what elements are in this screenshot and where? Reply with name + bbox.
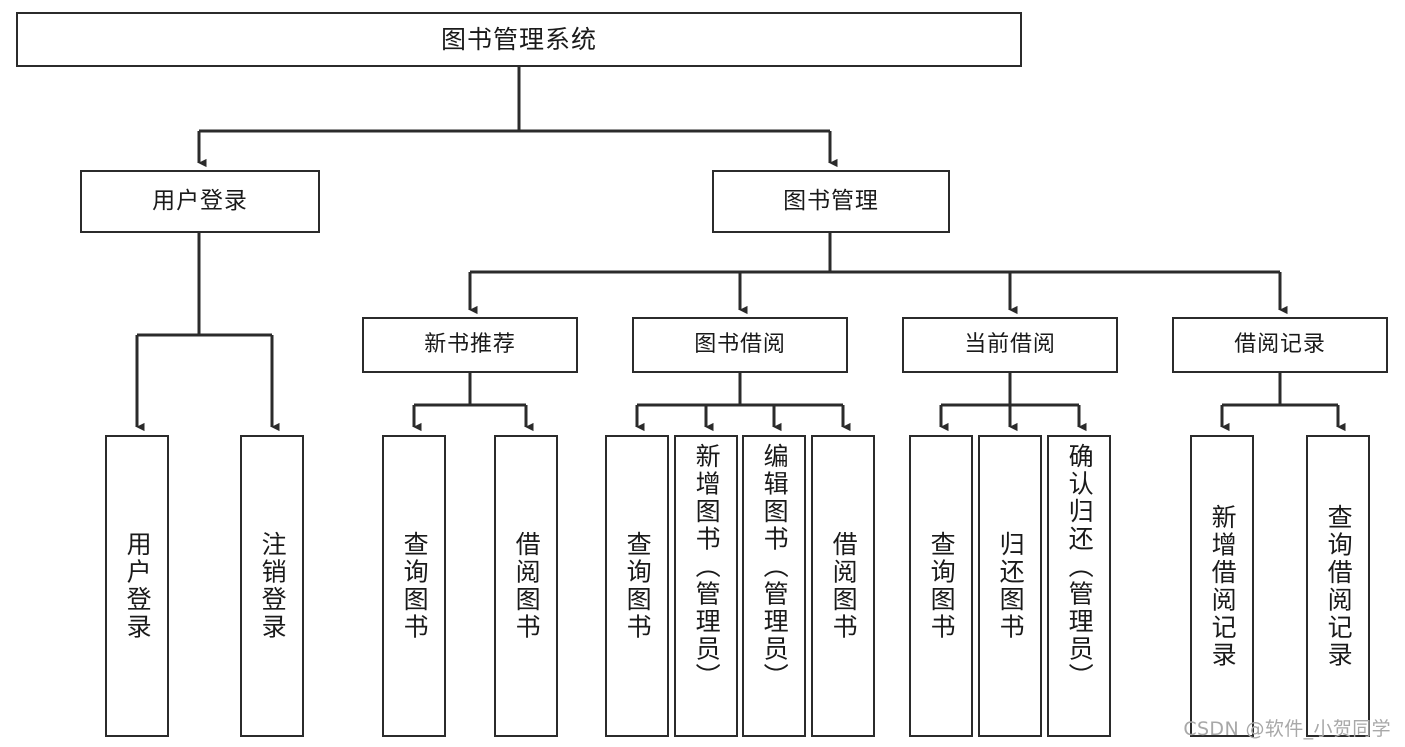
node-user-login[interactable]: 用户登录 xyxy=(80,170,320,233)
node-leaf-logout[interactable]: 注销登录 xyxy=(240,435,304,737)
node-root[interactable]: 图书管理系统 xyxy=(16,12,1022,67)
node-leaf-query-book-3[interactable]: 查询图书 xyxy=(909,435,973,737)
node-leaf-add-book-label: 新增图书（管理员） xyxy=(692,443,722,691)
node-new-book-recommend[interactable]: 新书推荐 xyxy=(362,317,578,373)
node-user-login-label: 用户登录 xyxy=(152,188,248,215)
node-current-borrow[interactable]: 当前借阅 xyxy=(902,317,1118,373)
node-book-management[interactable]: 图书管理 xyxy=(712,170,950,233)
node-borrow-record[interactable]: 借阅记录 xyxy=(1172,317,1388,373)
node-leaf-borrow-book-2[interactable]: 借阅图书 xyxy=(811,435,875,737)
node-leaf-query-book-1[interactable]: 查询图书 xyxy=(382,435,446,737)
node-leaf-edit-book[interactable]: 编辑图书（管理员） xyxy=(742,435,806,737)
node-leaf-borrow-book-2-label: 借阅图书 xyxy=(829,531,859,641)
node-leaf-query-book-2-label: 查询图书 xyxy=(623,531,653,641)
node-leaf-query-book-1-label: 查询图书 xyxy=(400,531,430,641)
node-book-borrow-label: 图书借阅 xyxy=(694,332,786,358)
node-current-borrow-label: 当前借阅 xyxy=(964,332,1056,358)
node-borrow-record-label: 借阅记录 xyxy=(1234,332,1326,358)
node-leaf-return-book-label: 归还图书 xyxy=(996,531,1026,641)
node-leaf-user-login[interactable]: 用户登录 xyxy=(105,435,169,737)
node-leaf-add-record-label: 新增借阅记录 xyxy=(1208,503,1238,669)
node-leaf-borrow-book-1-label: 借阅图书 xyxy=(512,531,542,641)
node-leaf-add-book[interactable]: 新增图书（管理员） xyxy=(674,435,738,737)
node-leaf-return-book[interactable]: 归还图书 xyxy=(978,435,1042,737)
node-book-management-label: 图书管理 xyxy=(783,188,879,215)
watermark: CSDN @软件_小贺同学 xyxy=(1183,718,1391,740)
node-root-label: 图书管理系统 xyxy=(440,24,597,54)
node-book-borrow[interactable]: 图书借阅 xyxy=(632,317,848,373)
node-leaf-logout-label: 注销登录 xyxy=(258,531,288,641)
node-leaf-query-book-2[interactable]: 查询图书 xyxy=(605,435,669,737)
node-leaf-query-record[interactable]: 查询借阅记录 xyxy=(1306,435,1370,737)
node-leaf-confirm-return[interactable]: 确认归还（管理员） xyxy=(1047,435,1111,737)
node-leaf-edit-book-label: 编辑图书（管理员） xyxy=(760,443,790,691)
node-leaf-query-book-3-label: 查询图书 xyxy=(927,531,957,641)
node-leaf-add-record[interactable]: 新增借阅记录 xyxy=(1190,435,1254,737)
node-new-book-recommend-label: 新书推荐 xyxy=(424,332,516,358)
node-leaf-user-login-label: 用户登录 xyxy=(123,531,153,641)
node-leaf-confirm-return-label: 确认归还（管理员） xyxy=(1065,443,1095,691)
node-leaf-borrow-book-1[interactable]: 借阅图书 xyxy=(494,435,558,737)
node-leaf-query-record-label: 查询借阅记录 xyxy=(1324,503,1354,669)
